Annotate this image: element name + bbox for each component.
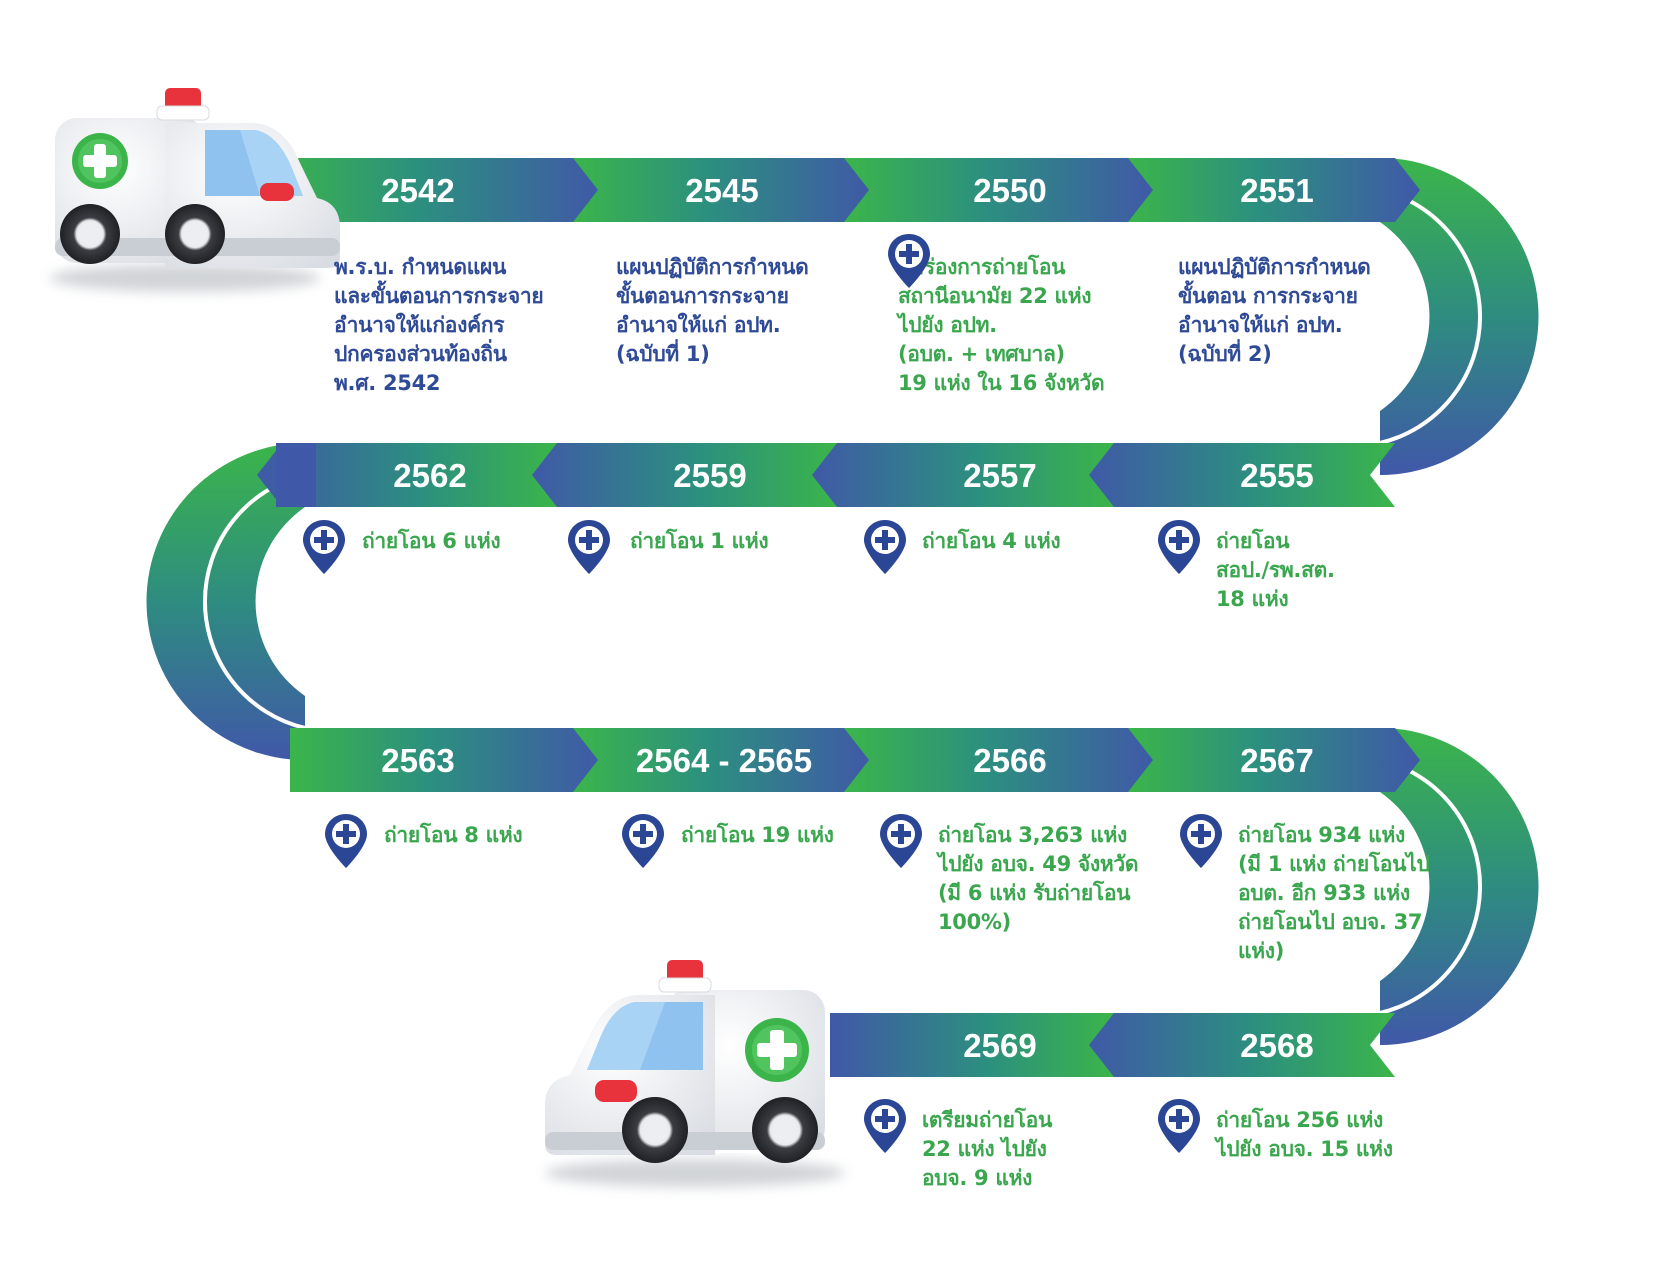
milestone-description: เตรียมถ่ายโอน 22 แห่ง ไปยัง อบจ. 9 แห่ง bbox=[922, 1108, 1053, 1190]
milestone-description: ถ่ายโอน 256 แห่ง ไปยัง อบจ. 15 แห่ง bbox=[1216, 1108, 1393, 1161]
ambulance-icon bbox=[545, 960, 845, 1187]
year-label: 2559 bbox=[673, 457, 746, 494]
year-label: 2545 bbox=[685, 172, 758, 209]
map-pin-plus-icon bbox=[1180, 814, 1222, 868]
ambulance-icon bbox=[50, 88, 340, 292]
milestone-description: ถ่ายโอน 19 แห่ง bbox=[681, 823, 834, 847]
map-pin-plus-icon bbox=[303, 520, 345, 574]
map-pin-plus-icon bbox=[1158, 520, 1200, 574]
year-label: 2568 bbox=[1240, 1027, 1313, 1064]
milestone-description: ถ่ายโอน 3,263 แห่ง ไปยัง อบจ. 49 จังหวัด… bbox=[938, 823, 1139, 934]
year-label: 2569 bbox=[963, 1027, 1036, 1064]
map-pin-plus-icon bbox=[568, 520, 610, 574]
year-label: 2563 bbox=[381, 742, 454, 779]
road-row-1 bbox=[270, 158, 1420, 222]
year-label: 2550 bbox=[973, 172, 1046, 209]
milestone-description: พ.ร.บ. กำหนดแผน และขั้นตอนการกระจาย อำนา… bbox=[334, 255, 544, 395]
milestone-description: ถ่ายโอน 6 แห่ง bbox=[362, 529, 501, 553]
year-label: 2567 bbox=[1240, 742, 1313, 779]
year-label: 2542 bbox=[381, 172, 454, 209]
milestone-description: แผนปฏิบัติการกำหนด ขั้นตอนการกระจาย อำนา… bbox=[616, 255, 809, 366]
milestone-description: ถ่ายโอน 8 แห่ง bbox=[384, 823, 523, 847]
map-pin-plus-icon bbox=[1158, 1099, 1200, 1153]
map-pin-plus-icon bbox=[880, 814, 922, 868]
road-row-2 bbox=[257, 443, 1395, 507]
map-pin-plus-icon bbox=[864, 520, 906, 574]
milestone-description: ถ่ายโอน สอป./รพ.สต. 18 แห่ง bbox=[1216, 529, 1335, 611]
milestone-description: แผนปฏิบัติการกำหนด ขั้นตอน การกระจาย อำน… bbox=[1178, 255, 1371, 366]
year-label: 2562 bbox=[393, 457, 466, 494]
road-curves bbox=[146, 158, 1539, 1045]
road-row-4 bbox=[830, 1013, 1395, 1077]
map-pin-plus-icon bbox=[325, 814, 367, 868]
map-pin-plus-icon bbox=[622, 814, 664, 868]
map-pin-plus-icon bbox=[864, 1099, 906, 1153]
year-label: 2551 bbox=[1240, 172, 1313, 209]
year-label: 2555 bbox=[1240, 457, 1313, 494]
milestone-description: ถ่ายโอน 1 แห่ง bbox=[630, 529, 769, 553]
milestone-description: ถ่ายโอน 4 แห่ง bbox=[922, 529, 1061, 553]
year-label: 2566 bbox=[973, 742, 1046, 779]
road-row-3 bbox=[290, 728, 1420, 792]
map-pin-plus-icon bbox=[888, 234, 930, 288]
year-label: 2564 - 2565 bbox=[636, 742, 812, 779]
milestone-description: ถ่ายโอน 934 แห่ง (มี 1 แห่ง ถ่ายโอนไป อบ… bbox=[1238, 823, 1430, 963]
year-label: 2557 bbox=[963, 457, 1036, 494]
